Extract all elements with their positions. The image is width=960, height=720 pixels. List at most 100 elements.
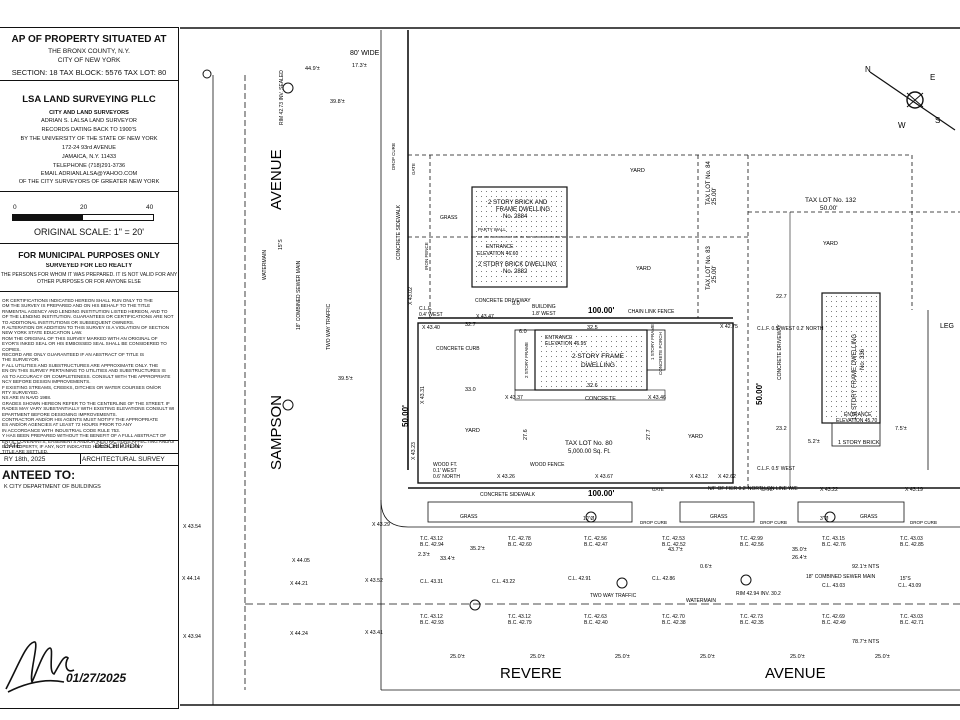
spot-elevation: X 43.31 <box>420 386 426 404</box>
curb-elevation-bc: B.C. 42.49 <box>822 620 846 626</box>
survey-note: COPIES. <box>2 346 21 352</box>
wood-ft-north: 0.6' NORTH <box>433 474 460 480</box>
distance-label: 43.7'± <box>668 547 683 553</box>
dim-33-0: 33.0 <box>465 387 476 393</box>
section-block-lot: SECTION: 18 TAX BLOCK: 5576 TAX LOT: 80 <box>11 68 167 77</box>
curb-elevation-tc: T.C. 42.78 <box>508 536 531 542</box>
distance-label: 33.4'± <box>440 556 455 562</box>
survey-note: NEW YORK STATE EDUCATION LAW. <box>2 330 83 336</box>
lot132-brick: 1 STORY BRICK <box>838 440 880 446</box>
spot-elevation: X 43.47 <box>476 314 494 320</box>
lot-side-east: 50.00' <box>755 383 764 405</box>
curb-elevation-tc: T.C. 43.03 <box>900 536 923 542</box>
concrete-driveway-lot132: CONCRETE DRIVEWAY <box>777 324 783 380</box>
two-way-traffic-v: TWO WAY TRAFFIC <box>326 303 332 350</box>
rev-desc: ARCHITECTURAL SURVEY <box>82 456 165 463</box>
utility-label: RIM 42.73 INV. SEALED <box>279 70 285 125</box>
address-1: 172-24 93rd AVENUE <box>61 145 116 151</box>
dim-32-7: 32.7 <box>465 322 476 328</box>
city: CITY OF NEW YORK <box>57 57 121 64</box>
lot83-dwelling: 2 STORY BRICK DWELLING <box>478 262 557 268</box>
lot132-entrance: ENTRANCE <box>844 412 872 418</box>
yard-lot83: YARD <box>636 266 651 272</box>
distance-label: 35.2'± <box>470 546 485 552</box>
map-title: AP OF PROPERTY SITUATED AT <box>11 34 167 45</box>
wood-ft: WOOD FT. <box>433 462 457 468</box>
survey-note: ENTS, COVENANTS, EASEMENTS AND/OR RESTRI… <box>2 438 174 444</box>
curb-elevation-bc: B.C. 42.79 <box>508 620 532 626</box>
sampson-label: SAMPSON <box>268 395 285 470</box>
spot-elevation: X 43.29 <box>372 522 390 528</box>
watermain-v: WATERMAIN <box>262 250 268 280</box>
curb-elevation-tc: T.C. 42.73 <box>740 614 763 620</box>
lot80-yard-w: YARD <box>465 428 480 434</box>
survey-note: RTY SURVEYED. <box>2 389 39 395</box>
signature-date: 01/27/2025 <box>66 671 127 685</box>
lot84-dwelling: 2 STORY BRICK AND <box>488 200 548 206</box>
north-label: N <box>865 65 871 74</box>
building-offset: 1.8' WEST <box>532 311 556 317</box>
scale-bar <box>12 214 154 221</box>
distance-label: 5.2'± <box>808 439 820 445</box>
centerline-elevation: C.L. 42.86 <box>652 576 675 582</box>
concrete-sidewalk-h: CONCRETE SIDEWALK <box>480 492 536 498</box>
clf-label: C.L.F. <box>419 306 432 312</box>
survey-note: TITLE ARE SETTLED. <box>2 449 49 455</box>
spot-elevation: X 43.94 <box>183 634 201 640</box>
curb-elevation-tc: T.C. 42.99 <box>740 536 763 542</box>
survey-note: GRADES SHOWN HEREON REFER TO THE CENTERL… <box>2 400 170 406</box>
rev-date: RY 18th, 2025 <box>4 456 46 463</box>
lot83-entrance: ENTRANCE <box>486 244 514 250</box>
survey-note: AS TO ACCURACY OR COMPLETENESS. CONSULT … <box>2 373 171 379</box>
grass-strip-2: GRASS <box>710 514 728 520</box>
company-name: LSA LAND SURVEYING PLLC <box>22 94 156 105</box>
dim-27-7: 27.7 <box>646 429 652 440</box>
curb-elevation-bc: B.C. 42.60 <box>508 542 532 548</box>
lot80-concrete: CONCRETE <box>585 396 616 402</box>
house-label: 2 STORY FRAME <box>572 353 625 360</box>
distance-label: 2.3'± <box>418 552 430 558</box>
utility-label: 15"S <box>900 576 911 582</box>
survey-note: OF THE LENDING INSTITUTION. GUARANTEES O… <box>2 314 174 320</box>
grass-lot84: GRASS <box>440 215 458 221</box>
curb-elevation-tc: T.C. 42.70 <box>662 614 685 620</box>
lot132-width: 50.00' <box>820 205 838 212</box>
spot-elevation: X 43.22 <box>820 487 838 493</box>
lot132-elevation: ELEVATION 45.70 <box>836 418 877 424</box>
survey-note: TO ADDITIONAL INSTITUTIONS OR SUBSEQUENT… <box>2 319 135 325</box>
sewer-v: 18" COMBINED SEWER MAIN <box>296 260 302 330</box>
records-2: BY THE UNIVERSITY OF THE STATE OF NEW YO… <box>20 136 158 142</box>
lot84-number: No. 2884 <box>503 214 528 220</box>
tax-lot-132: TAX LOT No. 132 <box>805 197 856 204</box>
scale-tick-20: 20 <box>80 204 88 211</box>
yard-lot132: YARD <box>823 241 838 247</box>
curb-elevation-bc: B.C. 42.76 <box>822 542 846 548</box>
building-label: BUILDING <box>532 304 556 310</box>
curb-elevations: T.C. 43.12B.C. 42.94T.C. 42.78B.C. 42.60… <box>420 536 924 626</box>
curb-elevation-bc: B.C. 42.35 <box>740 620 764 626</box>
lot-area: 5,000.00 Sq. Ft. <box>568 449 611 455</box>
rev-date-header: DATE <box>4 443 21 450</box>
prepared-note: THE PERSONS FOR WHOM IT WAS PREPARED. IT… <box>0 272 178 278</box>
centerline-elevation: C.L. 43.22 <box>492 579 515 585</box>
avenue-vertical-label: AVENUE <box>268 149 285 210</box>
dim-9-0: 9.0 <box>512 301 520 307</box>
surveyed-for: SURVEYED FOR LEO REALTY <box>45 263 133 269</box>
scale-tick-40: 40 <box>146 204 154 211</box>
curb-elevation-bc: B.C. 42.40 <box>584 620 608 626</box>
survey-note: F ALL UTILITIES AND SUBSTRUCTURES ARE AP… <box>2 362 159 368</box>
survey-note: ECT PROPERTY, IF ANY, NOT INDICATED HERE… <box>2 443 144 449</box>
lot83-number: No. 2882 <box>503 269 528 275</box>
curb-elevation-bc: B.C. 42.71 <box>900 620 924 626</box>
distance-label: 17.3'± <box>352 63 367 69</box>
municipal-purposes: FOR MUNICIPAL PURPOSES ONLY <box>18 250 160 260</box>
distance-label: 22.7 <box>776 294 787 300</box>
dim-6-0: 6.0 <box>519 329 527 335</box>
wood-ft-offset: 0.1' WEST <box>433 468 457 474</box>
survey-note: EPARTMENT BEFORE DESIGNING IMPROVEMENTS. <box>2 411 117 417</box>
survey-note: OM THE SURVEY IS PREPARED AND ON HIS BEH… <box>2 303 151 309</box>
distance-labels: 25.0'±25.0'±25.0'±25.0'±25.0'±25.0'±35.2… <box>305 63 907 660</box>
